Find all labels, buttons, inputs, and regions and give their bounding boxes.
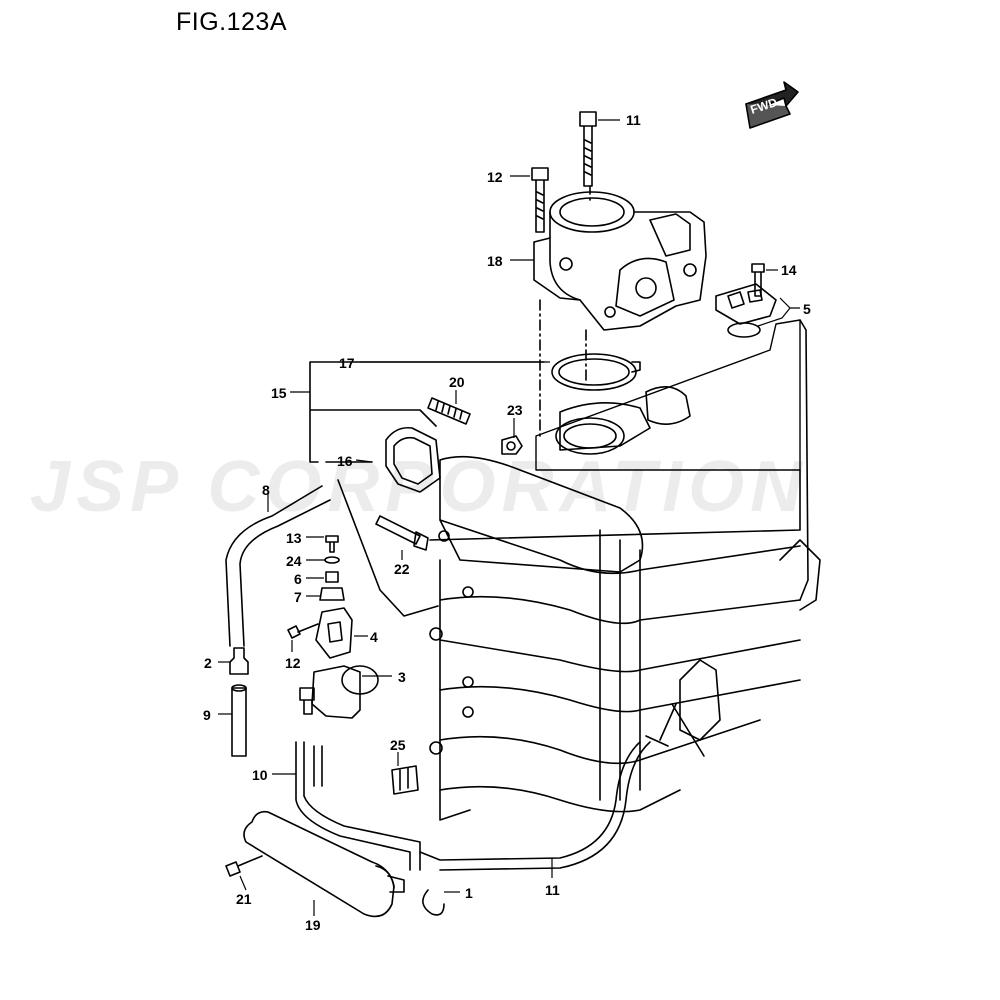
callout-19: 18 — [487, 253, 503, 269]
callout-12-lower: 12 — [487, 169, 503, 185]
bolt-23 — [375, 515, 429, 551]
callout-4: 4 — [370, 629, 378, 645]
callout-5: 5 — [803, 301, 811, 317]
leader-line — [337, 479, 439, 617]
callout-1: 1 — [465, 885, 473, 901]
bolt-22 — [225, 855, 263, 877]
nut-24 — [501, 435, 523, 455]
bolt-12-lower — [531, 167, 549, 233]
callout-16: 15 — [271, 385, 287, 401]
intake-manifold — [429, 319, 821, 821]
callout-14: 13 — [286, 530, 302, 546]
callout-7: 7 — [294, 589, 302, 605]
screw-14 — [325, 535, 339, 553]
callout-18: 17 — [339, 355, 355, 371]
callout-9: 9 — [203, 707, 211, 723]
bushing-6 — [325, 571, 339, 583]
callout-11: 11 — [545, 882, 560, 898]
callout-26: 25 — [390, 737, 406, 753]
clamp-1 — [422, 889, 445, 916]
fwd-arrow-icon: FWD — [745, 81, 799, 129]
callout-15: 14 — [781, 262, 797, 278]
gasket-18 — [551, 353, 641, 391]
callout-3: 3 — [398, 669, 406, 685]
joint-2 — [229, 647, 249, 675]
bolt-12-upper — [579, 111, 597, 187]
callout-20: 19 — [305, 917, 321, 933]
callout-13: 12 — [285, 655, 301, 671]
callout-24: 23 — [507, 402, 523, 418]
washer-25 — [324, 556, 340, 564]
leader-lines — [218, 119, 800, 916]
hose-11 — [419, 735, 669, 871]
callout-21: 20 — [449, 374, 465, 390]
canister-20 — [243, 810, 405, 918]
hose-10 — [295, 741, 421, 871]
callout-6: 6 — [294, 571, 302, 587]
throttle-body — [533, 191, 707, 331]
callout-8: 8 — [262, 482, 270, 498]
bracket-4 — [315, 607, 353, 659]
callout-23: 22 — [394, 561, 410, 577]
valve-3 — [299, 665, 379, 719]
figure-title: FIG.123A — [176, 8, 287, 36]
hose-8 — [225, 485, 331, 647]
callout-10: 10 — [252, 767, 268, 783]
hose-9 — [231, 684, 247, 757]
callout-17: 16 — [337, 453, 353, 469]
callout-12-upper: 11 — [626, 112, 641, 128]
sensor-5 — [715, 283, 777, 338]
callout-2: 2 — [204, 655, 212, 671]
gasket-17 — [385, 426, 441, 493]
callout-25: 24 — [286, 553, 302, 569]
stud-21 — [427, 397, 471, 425]
clip-26 — [391, 765, 419, 795]
grommet-7 — [319, 587, 345, 601]
callout-22: 21 — [236, 891, 252, 907]
bolt-13 — [287, 623, 319, 639]
